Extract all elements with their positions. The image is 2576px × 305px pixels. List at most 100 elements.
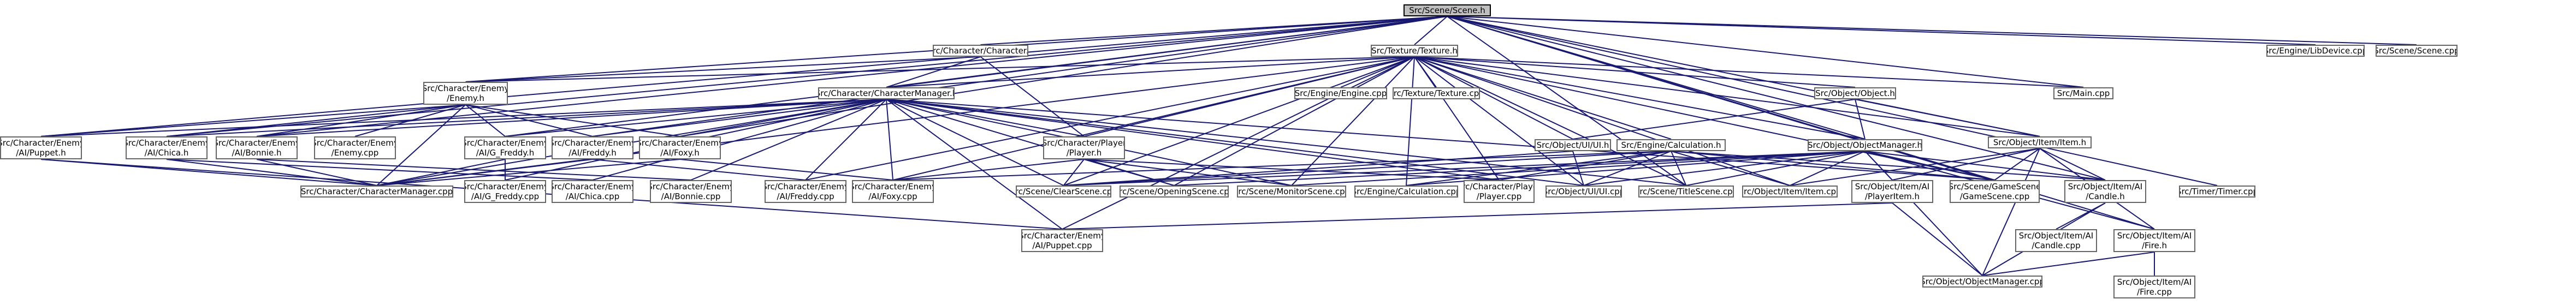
- graph-node-chica-cpp[interactable]: Src/Character/Enemy /AI/Chica.cpp: [552, 180, 633, 203]
- dependency-edge: [40, 16, 1448, 137]
- dependency-edge: [1406, 151, 1672, 186]
- dependency-edge: [1686, 151, 1866, 186]
- dependency-edge: [1864, 151, 2106, 181]
- dependency-edge: [1855, 99, 2040, 137]
- graph-node-enemy-cpp[interactable]: Src/Character/Enemy /Enemy.cpp: [314, 136, 396, 159]
- dependency-edge: [805, 99, 887, 181]
- graph-node-texture-cpp[interactable]: Src/Texture/Texture.cpp: [1393, 87, 1480, 99]
- graph-node-candle-h[interactable]: Src/Object/Item/AI /Candle.h: [2064, 180, 2146, 203]
- dependency-edge: [376, 159, 593, 186]
- dependency-edge: [1982, 252, 2155, 276]
- dependency-edge: [166, 104, 466, 137]
- dependency-edge: [886, 56, 1415, 88]
- graph-node-player-h[interactable]: Src/Character/Player /Player.h: [1043, 136, 1125, 159]
- dependency-edge: [886, 99, 1995, 181]
- dependency-edge: [376, 159, 506, 186]
- dependency-edge: [256, 159, 377, 186]
- dependency-edge: [166, 159, 377, 186]
- dependency-edge: [1414, 56, 1573, 140]
- graph-node-calc-cpp[interactable]: Src/Engine/Calculation.cpp: [1354, 186, 1458, 198]
- dependency-edge: [1063, 151, 1672, 186]
- graph-node-puppet-h[interactable]: Src/Character/Enemy /AI/Puppet.h: [0, 136, 82, 159]
- graph-node-gfreddy-cpp[interactable]: Src/Character/Enemy /AI/G_Freddy.cpp: [464, 180, 546, 203]
- dependency-edge: [1790, 148, 2040, 186]
- dependency-edge: [1982, 148, 2040, 276]
- dependency-edge: [886, 99, 1063, 230]
- dependency-edge: [1063, 151, 1866, 186]
- dependency-edge: [1340, 56, 1415, 88]
- graph-node-chica-h[interactable]: Src/Character/Enemy /AI/Chica.h: [126, 136, 208, 159]
- dependency-edge: [679, 159, 893, 181]
- dependency-edge: [465, 104, 506, 137]
- graph-node-scene-h[interactable]: Src/Scene/Scene.h: [1404, 4, 1491, 16]
- dependency-edge: [1671, 151, 1687, 186]
- dependency-edge: [1414, 56, 1995, 181]
- dependency-edge: [1414, 56, 1790, 186]
- graph-node-foxy-cpp[interactable]: Src/Character/Enemy /AI/Foxy.cpp: [852, 180, 934, 203]
- dependency-edge: [256, 159, 691, 181]
- graph-node-item-h[interactable]: Src/Object/Item/Item.h: [1988, 136, 2092, 148]
- graph-node-ui-cpp[interactable]: Src/Object/UI/UI.cpp: [1545, 186, 1622, 198]
- dependency-edge: [1174, 56, 1415, 186]
- graph-node-playeritem-h[interactable]: Src/Object/Item/AI /PlayerItem.h: [1851, 180, 1933, 203]
- dependency-edge: [886, 99, 1085, 137]
- dependency-edge: [690, 99, 887, 181]
- graph-node-libdevice-cpp[interactable]: Src/Engine/LibDevice.cpp: [2266, 45, 2365, 57]
- dependency-edge: [2039, 148, 2106, 181]
- graph-node-objmgr-h[interactable]: Src/Object/ObjectManager.h: [1808, 139, 1922, 151]
- graph-node-enemy-h[interactable]: Src/Character/Enemy /Enemy.h: [423, 82, 508, 105]
- dependency-edge: [1447, 16, 2084, 88]
- dependency-edge: [1583, 151, 1672, 186]
- graph-node-calc-h[interactable]: Src/Engine/Calculation.h: [1616, 139, 1726, 151]
- graph-node-objui-h[interactable]: Src/Object/UI/UI.h: [1535, 139, 1611, 151]
- graph-node-player-cpp[interactable]: Src/Character/Player /Player.cpp: [1464, 180, 1535, 203]
- graph-node-timer-cpp[interactable]: Src/Timer/Timer.cpp: [2179, 186, 2255, 198]
- graph-node-bonnie-h[interactable]: Src/Character/Enemy /AI/Bonnie.h: [216, 136, 298, 159]
- graph-node-fire-cpp[interactable]: Src/Object/Item/AI /Fire.cpp: [2113, 276, 2195, 298]
- graph-node-charmgr-h[interactable]: Src/Character/CharacterManager.h: [818, 87, 955, 99]
- dependency-edge: [1062, 202, 1893, 230]
- graph-node-foxy-h[interactable]: Src/Character/Enemy /AI/Foxy.h: [639, 136, 721, 159]
- graph-node-monitorscene-cpp[interactable]: Src/Scene/MonitorScene.cpp: [1237, 186, 1346, 198]
- graph-node-puppet-cpp[interactable]: Src/Character/Enemy /AI/Puppet.cpp: [1021, 229, 1103, 252]
- graph-node-bonnie-cpp[interactable]: Src/Character/Enemy /AI/Bonnie.cpp: [650, 180, 732, 203]
- dependency-edge: [376, 159, 680, 186]
- dependency-edge: [592, 159, 806, 181]
- dependency-edge: [1063, 159, 1085, 186]
- graph-node-item-cpp[interactable]: Src/Object/Item/Item.cpp: [1742, 186, 1838, 198]
- dependency-edge: [1063, 151, 1573, 186]
- dependency-edge: [166, 99, 887, 137]
- dependency-edge: [1174, 151, 1866, 186]
- graph-node-char-h[interactable]: Src/Character/Character.h: [933, 45, 1028, 57]
- dependency-edges: [40, 16, 2417, 276]
- graph-node-gamescene-cpp[interactable]: Src/Scene/GameScene /GameScene.cpp: [1950, 180, 2040, 203]
- dependency-edge: [1447, 16, 1866, 140]
- graph-node-fire-h[interactable]: Src/Object/Item/AI /Fire.h: [2113, 229, 2195, 252]
- graph-node-engine-cpp[interactable]: Src/Engine/Engine.cpp: [1294, 87, 1387, 99]
- graph-node-openingscene-cpp[interactable]: Src/Scene/OpeningScene.cpp: [1120, 186, 1229, 198]
- graph-node-texture-h[interactable]: Src/Texture/Texture.h: [1371, 45, 1458, 57]
- dependency-edge: [256, 16, 1448, 137]
- dependency-edge: [505, 99, 887, 137]
- graph-node-objmgr-cpp[interactable]: Src/Object/ObjectManager.cpp: [1922, 276, 2042, 288]
- graph-node-object-h[interactable]: Src/Object/Object.h: [1814, 87, 1896, 99]
- graph-node-titlescene-cpp[interactable]: Src/Scene/TitleScene.cpp: [1638, 186, 1734, 198]
- graph-node-main-cpp[interactable]: Src/Main.cpp: [2053, 87, 2113, 99]
- dependency-edge: [805, 56, 1415, 181]
- dependency-edge: [886, 99, 1064, 186]
- dependency-edge: [1447, 16, 1687, 186]
- dependency-edge: [166, 16, 1448, 137]
- dependency-edge: [1583, 151, 1866, 186]
- graph-node-freddy-h[interactable]: Src/Character/Enemy /AI/Freddy.h: [552, 136, 633, 159]
- dependency-edge: [1572, 99, 1856, 140]
- dependency-edge: [465, 104, 680, 137]
- graph-node-clearscene-cpp[interactable]: Src/Scene/ClearScene.cpp: [1016, 186, 1111, 198]
- dependency-edge: [1994, 148, 2040, 181]
- graph-node-scene-cpp[interactable]: Src/Scene/Scene.cpp: [2376, 45, 2457, 57]
- dependency-edge: [592, 16, 1448, 137]
- graph-node-freddy-cpp[interactable]: Src/Character/Enemy /AI/Freddy.cpp: [765, 180, 846, 203]
- graph-node-candle-cpp[interactable]: Src/Object/Item/AI /Candle.cpp: [2015, 229, 2097, 252]
- graph-node-charmgr-cpp[interactable]: Src/Character/CharacterManager.cpp: [300, 186, 453, 198]
- graph-node-gfreddy-h[interactable]: Src/Character/Enemy /AI/G_Freddy.h: [464, 136, 546, 159]
